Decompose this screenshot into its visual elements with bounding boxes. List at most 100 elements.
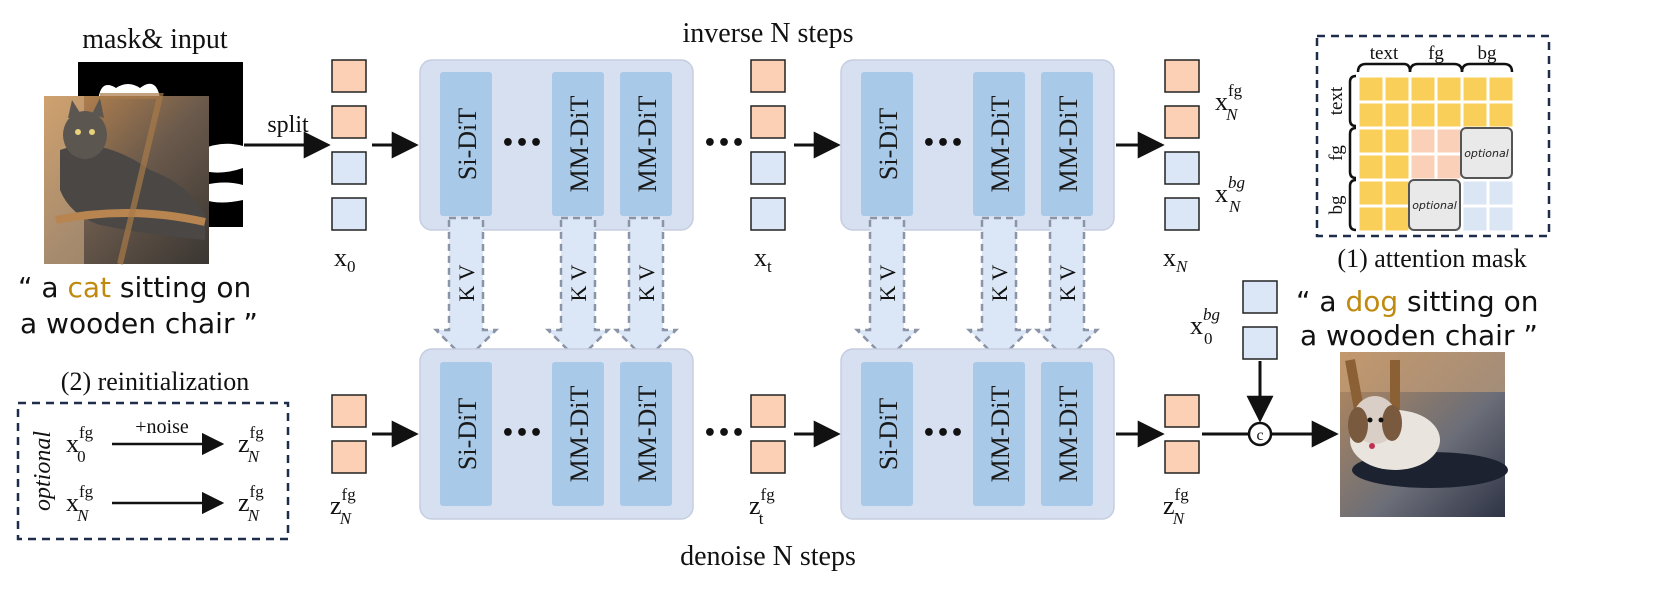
- token-fg: [331, 394, 367, 428]
- zN-fg-input-column: [331, 394, 367, 474]
- mask-cell: [1385, 77, 1409, 101]
- si-dit-block: [440, 362, 492, 506]
- si-dit-block: [440, 72, 492, 216]
- token-fg: [750, 105, 786, 139]
- kv-label: K V: [987, 264, 1012, 301]
- kv-arrow: [853, 216, 921, 362]
- token-bg: [331, 151, 367, 185]
- mask-cell: [1359, 129, 1383, 153]
- kv-label: K V: [1055, 264, 1080, 301]
- mm-dit-label: MM-DiT: [565, 95, 594, 192]
- mask-cell: [1437, 77, 1461, 101]
- inverse-title: inverse N steps: [682, 18, 853, 49]
- si-dit-label: Si-DiT: [874, 398, 903, 470]
- mask-cell: [1385, 155, 1409, 179]
- ellipsis: •••: [703, 131, 745, 156]
- optional-label: optional: [1464, 147, 1509, 160]
- row-header-bg: bg: [1326, 195, 1347, 215]
- token-fg: [1164, 394, 1200, 428]
- token-bg: [1242, 326, 1278, 360]
- optional-box-fg-bg: optional: [1460, 127, 1513, 179]
- label-x0: x0: [334, 243, 356, 276]
- mask-cell: [1463, 77, 1487, 101]
- mm-dit-label: MM-DiT: [986, 385, 1015, 482]
- reinit-noise-label: +noise: [135, 416, 189, 438]
- mask-cell: [1359, 77, 1383, 101]
- concat-symbol: c: [1256, 427, 1263, 444]
- token-bg: [1164, 197, 1200, 231]
- reinit-side-label: optional: [30, 431, 56, 511]
- mm-dit-block: [1041, 362, 1093, 506]
- mask-cell: [1411, 155, 1435, 179]
- dog-photo: [1340, 352, 1508, 517]
- zN-fg-output-column: [1164, 394, 1200, 474]
- col-header-fg: fg: [1428, 43, 1444, 64]
- ellipsis: •••: [922, 421, 964, 446]
- mask-cell: [1489, 207, 1513, 231]
- attention-mask-headers: text fg bg text fg bg: [1326, 43, 1514, 232]
- mm-dit-block: [973, 72, 1025, 216]
- x0-bg-column: [1242, 280, 1278, 360]
- attention-mask-frame: [1315, 34, 1551, 238]
- kv-label: K V: [634, 264, 659, 301]
- mask-input-title: mask& input: [82, 24, 228, 55]
- mask-cell: [1489, 103, 1513, 127]
- xN-token-column: [1164, 59, 1200, 231]
- mask-cell: [1359, 207, 1383, 231]
- mm-dit-block: [620, 72, 672, 216]
- optional-box-bg-fg: optional: [1408, 179, 1461, 231]
- kv-label: K V: [454, 264, 479, 301]
- si-dit-label: Si-DiT: [453, 398, 482, 470]
- kv-label: K V: [566, 264, 591, 301]
- kv-label: K V: [875, 264, 900, 301]
- mask-cell: [1411, 103, 1435, 127]
- token-fg: [750, 440, 786, 474]
- xt-token-column: [750, 59, 786, 231]
- kv-arrow: [612, 216, 680, 362]
- mm-dit-block: [552, 72, 604, 216]
- token-fg: [331, 59, 367, 93]
- kv-arrow: [544, 216, 612, 362]
- label-xN: xN: [1163, 243, 1189, 276]
- mask-cell: [1411, 77, 1435, 101]
- target-prompt-line2: a wooden chair ”: [1300, 319, 1538, 352]
- col-header-text: text: [1370, 43, 1399, 64]
- mask-cell: [1463, 103, 1487, 127]
- mask-cell: [1359, 181, 1383, 205]
- col-header-bg: bg: [1478, 43, 1498, 64]
- token-fg: [750, 59, 786, 93]
- mask-cell: [1437, 129, 1461, 153]
- mask-cell: [1359, 103, 1383, 127]
- mm-dit-block: [552, 362, 604, 506]
- mask-cell: [1489, 181, 1513, 205]
- optional-label: optional: [1412, 199, 1457, 212]
- mm-dit-block: [620, 362, 672, 506]
- ellipsis: •••: [703, 421, 745, 446]
- mm-dit-block: [973, 362, 1025, 506]
- row-header-text: text: [1326, 86, 1347, 115]
- token-bg: [1242, 280, 1278, 314]
- mm-dit-block: [1041, 72, 1093, 216]
- token-fg: [1164, 59, 1200, 93]
- zt-fg-column: [750, 394, 786, 474]
- kv-arrow: [1033, 216, 1101, 362]
- mm-dit-label: MM-DiT: [1054, 385, 1083, 482]
- token-fg: [750, 394, 786, 428]
- mm-dit-label: MM-DiT: [633, 385, 662, 482]
- kv-arrow: [432, 216, 500, 362]
- mask-cell: [1385, 181, 1409, 205]
- mask-cell: [1385, 103, 1409, 127]
- si-dit-label: Si-DiT: [453, 108, 482, 180]
- denoise-title: denoise N steps: [680, 541, 856, 572]
- token-fg: [1164, 105, 1200, 139]
- cat-photo: [44, 93, 209, 265]
- token-bg: [1164, 151, 1200, 185]
